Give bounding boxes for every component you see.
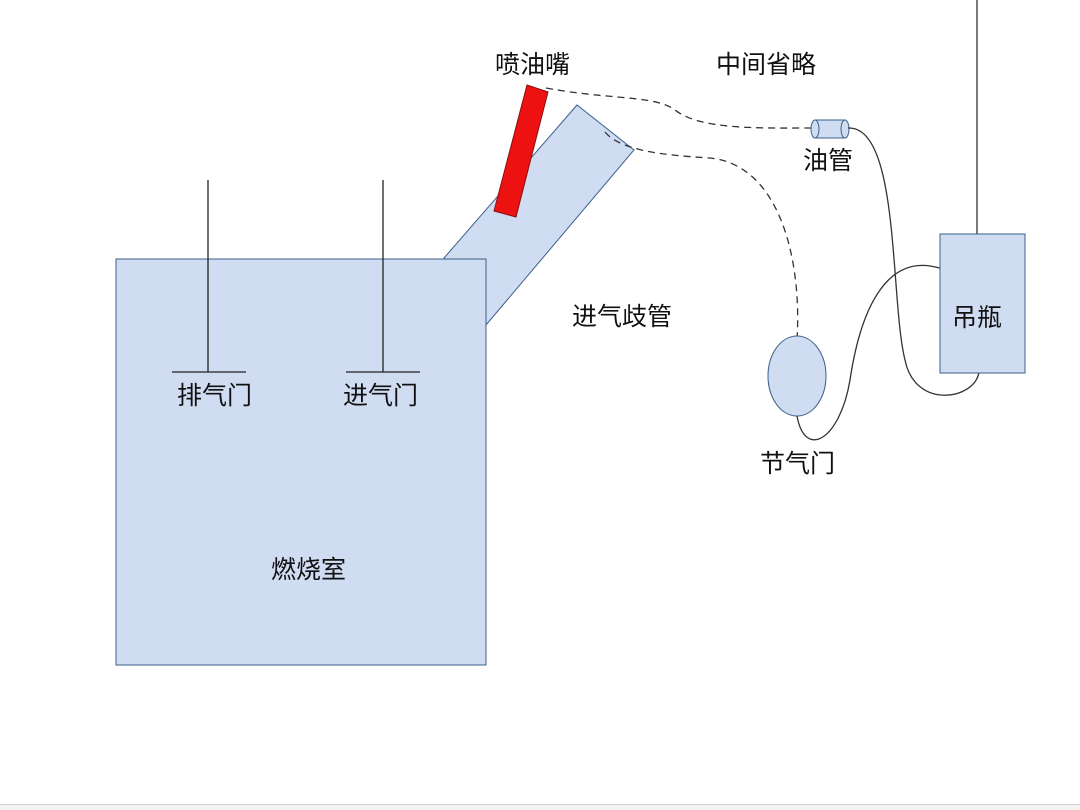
throttle-body: [767, 335, 827, 417]
hanging-bottle-label: 吊瓶: [952, 303, 1003, 332]
combustion-chamber-box: [115, 258, 487, 666]
intake-valve: [346, 180, 420, 373]
exhaust-valve-label: 排气门: [177, 381, 253, 410]
fuel-line-tube: [847, 127, 980, 396]
combustion-chamber-label: 燃烧室: [271, 555, 347, 584]
air-path-dashed: [604, 131, 799, 341]
omitted-label: 中间省略: [716, 50, 817, 79]
hanging-bottle-box: [939, 233, 1026, 374]
throttle-label: 节气门: [760, 449, 836, 478]
intake-manifold-label: 进气歧管: [572, 302, 673, 331]
intake-valve-label: 进气门: [343, 381, 419, 410]
fuel-injector: [493, 84, 549, 218]
fuel-line-label: 油管: [803, 146, 854, 175]
fuel-line-connector: [810, 119, 850, 139]
injector-label: 喷油嘴: [495, 50, 571, 79]
page-bottom-border: [0, 804, 1080, 810]
exhaust-valve: [172, 180, 246, 373]
